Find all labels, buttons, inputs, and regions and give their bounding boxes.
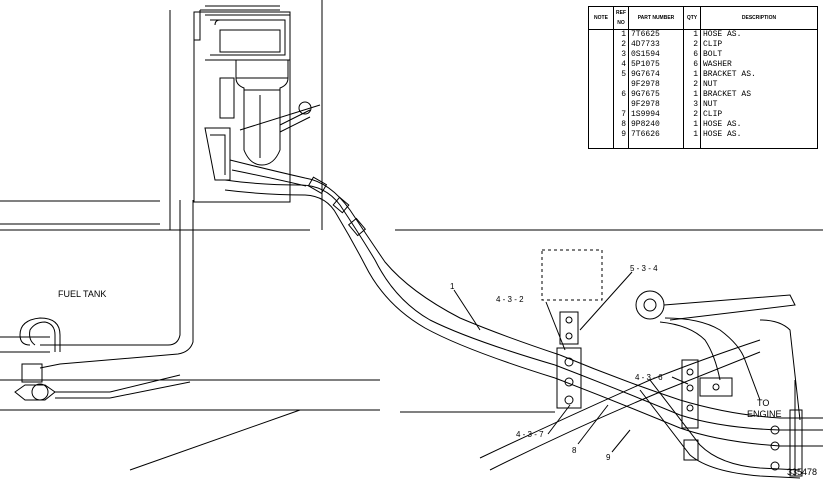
cell-note (588, 90, 614, 100)
figure-number: 335478 (787, 467, 817, 477)
cell-qty: 1 (683, 90, 701, 100)
cell-ref: 4 (613, 60, 629, 70)
cell-note (588, 120, 614, 130)
cell-qty: 6 (683, 60, 701, 70)
parts-list-table: NOTE REF NO PART NUMBER QTY DESCRIPTION … (588, 6, 818, 149)
cell-part: 0S1594 (628, 50, 684, 60)
header-qty: QTY (683, 6, 701, 30)
cell-part: 9P8240 (628, 120, 684, 130)
cell-part: 9F2978 (628, 80, 684, 90)
cell-qty: 2 (683, 110, 701, 120)
cell-ref: 9 (613, 130, 629, 149)
header-description: DESCRIPTION (700, 6, 818, 30)
cell-part: 9G7675 (628, 90, 684, 100)
cell-note (588, 60, 614, 70)
cell-note (588, 40, 614, 50)
cell-desc: BRACKET AS (700, 90, 818, 100)
cell-part: 1S9994 (628, 110, 684, 120)
cell-desc: NUT (700, 80, 818, 90)
cell-qty: 2 (683, 40, 701, 50)
cell-part: 5P1075 (628, 60, 684, 70)
cell-qty: 2 (683, 80, 701, 90)
tank-supply-line (0, 317, 194, 401)
callout-4-3-6: 4 - 3 - 6 (635, 373, 663, 382)
header-note: NOTE (588, 6, 614, 30)
callout-5-3-4: 5 - 3 - 4 (630, 264, 658, 273)
to-engine-label-line2: ENGINE (747, 409, 782, 419)
callout-9: 9 (606, 453, 611, 462)
cell-part: 9F2978 (628, 100, 684, 110)
cell-part: 4D7733 (628, 40, 684, 50)
hose-filter-run (224, 159, 561, 379)
cell-note (588, 80, 614, 90)
fuel-tank-label: FUEL TANK (58, 289, 106, 299)
cell-ref: 3 (613, 50, 629, 60)
callout-8: 8 (572, 446, 577, 455)
cell-qty: 1 (683, 130, 701, 149)
cell-desc: HOSE AS. (700, 120, 818, 130)
cell-ref (613, 100, 629, 110)
engine-fitting (635, 290, 803, 477)
cell-ref: 8 (613, 120, 629, 130)
cell-desc: BRACKET AS. (700, 70, 818, 80)
cell-note (588, 110, 614, 120)
cell-qty: 1 (683, 120, 701, 130)
cell-qty: 1 (683, 29, 701, 40)
cell-part: 9G7674 (628, 70, 684, 80)
cell-qty: 6 (683, 50, 701, 60)
cell-desc: CLIP (700, 110, 818, 120)
cell-desc: CLIP (700, 40, 818, 50)
callout-4-3-7: 4 - 3 - 7 (516, 430, 544, 439)
parts-table-header: NOTE REF NO PART NUMBER QTY DESCRIPTION (588, 6, 818, 30)
cell-part: 7T6626 (628, 130, 684, 149)
dashed-bracket-outline (541, 249, 603, 301)
fuel-filter-assembly (193, 5, 321, 203)
cell-desc: NUT (700, 100, 818, 110)
cell-ref: 7 (613, 110, 629, 120)
cell-qty: 1 (683, 70, 701, 80)
cell-qty: 3 (683, 100, 701, 110)
cell-ref: 2 (613, 40, 629, 50)
header-ref-no: REF NO (613, 6, 629, 30)
header-part-number: PART NUMBER (628, 6, 684, 30)
cell-note (588, 50, 614, 60)
cell-note (588, 70, 614, 80)
cell-desc: HOSE AS. (700, 130, 818, 149)
cell-desc: WASHER (700, 60, 818, 70)
cell-note (588, 130, 614, 149)
cell-ref (613, 80, 629, 90)
cell-ref: 1 (613, 29, 629, 40)
leader-lines (453, 271, 689, 453)
cell-note (588, 100, 614, 110)
cell-part: 7T6625 (628, 29, 684, 40)
cell-note (588, 29, 614, 40)
callout-1: 1 (450, 282, 455, 291)
cell-desc: BOLT (700, 50, 818, 60)
cell-ref: 6 (613, 90, 629, 100)
bracket-5-3-4 (556, 311, 582, 409)
to-engine-label-line1: TO (757, 398, 769, 408)
callout-4-3-2: 4 - 3 - 2 (496, 295, 524, 304)
cell-desc: HOSE AS. (700, 29, 818, 40)
hose-engine-run (479, 339, 823, 479)
bracket-4-3-6 (681, 359, 733, 461)
cell-ref: 5 (613, 70, 629, 80)
